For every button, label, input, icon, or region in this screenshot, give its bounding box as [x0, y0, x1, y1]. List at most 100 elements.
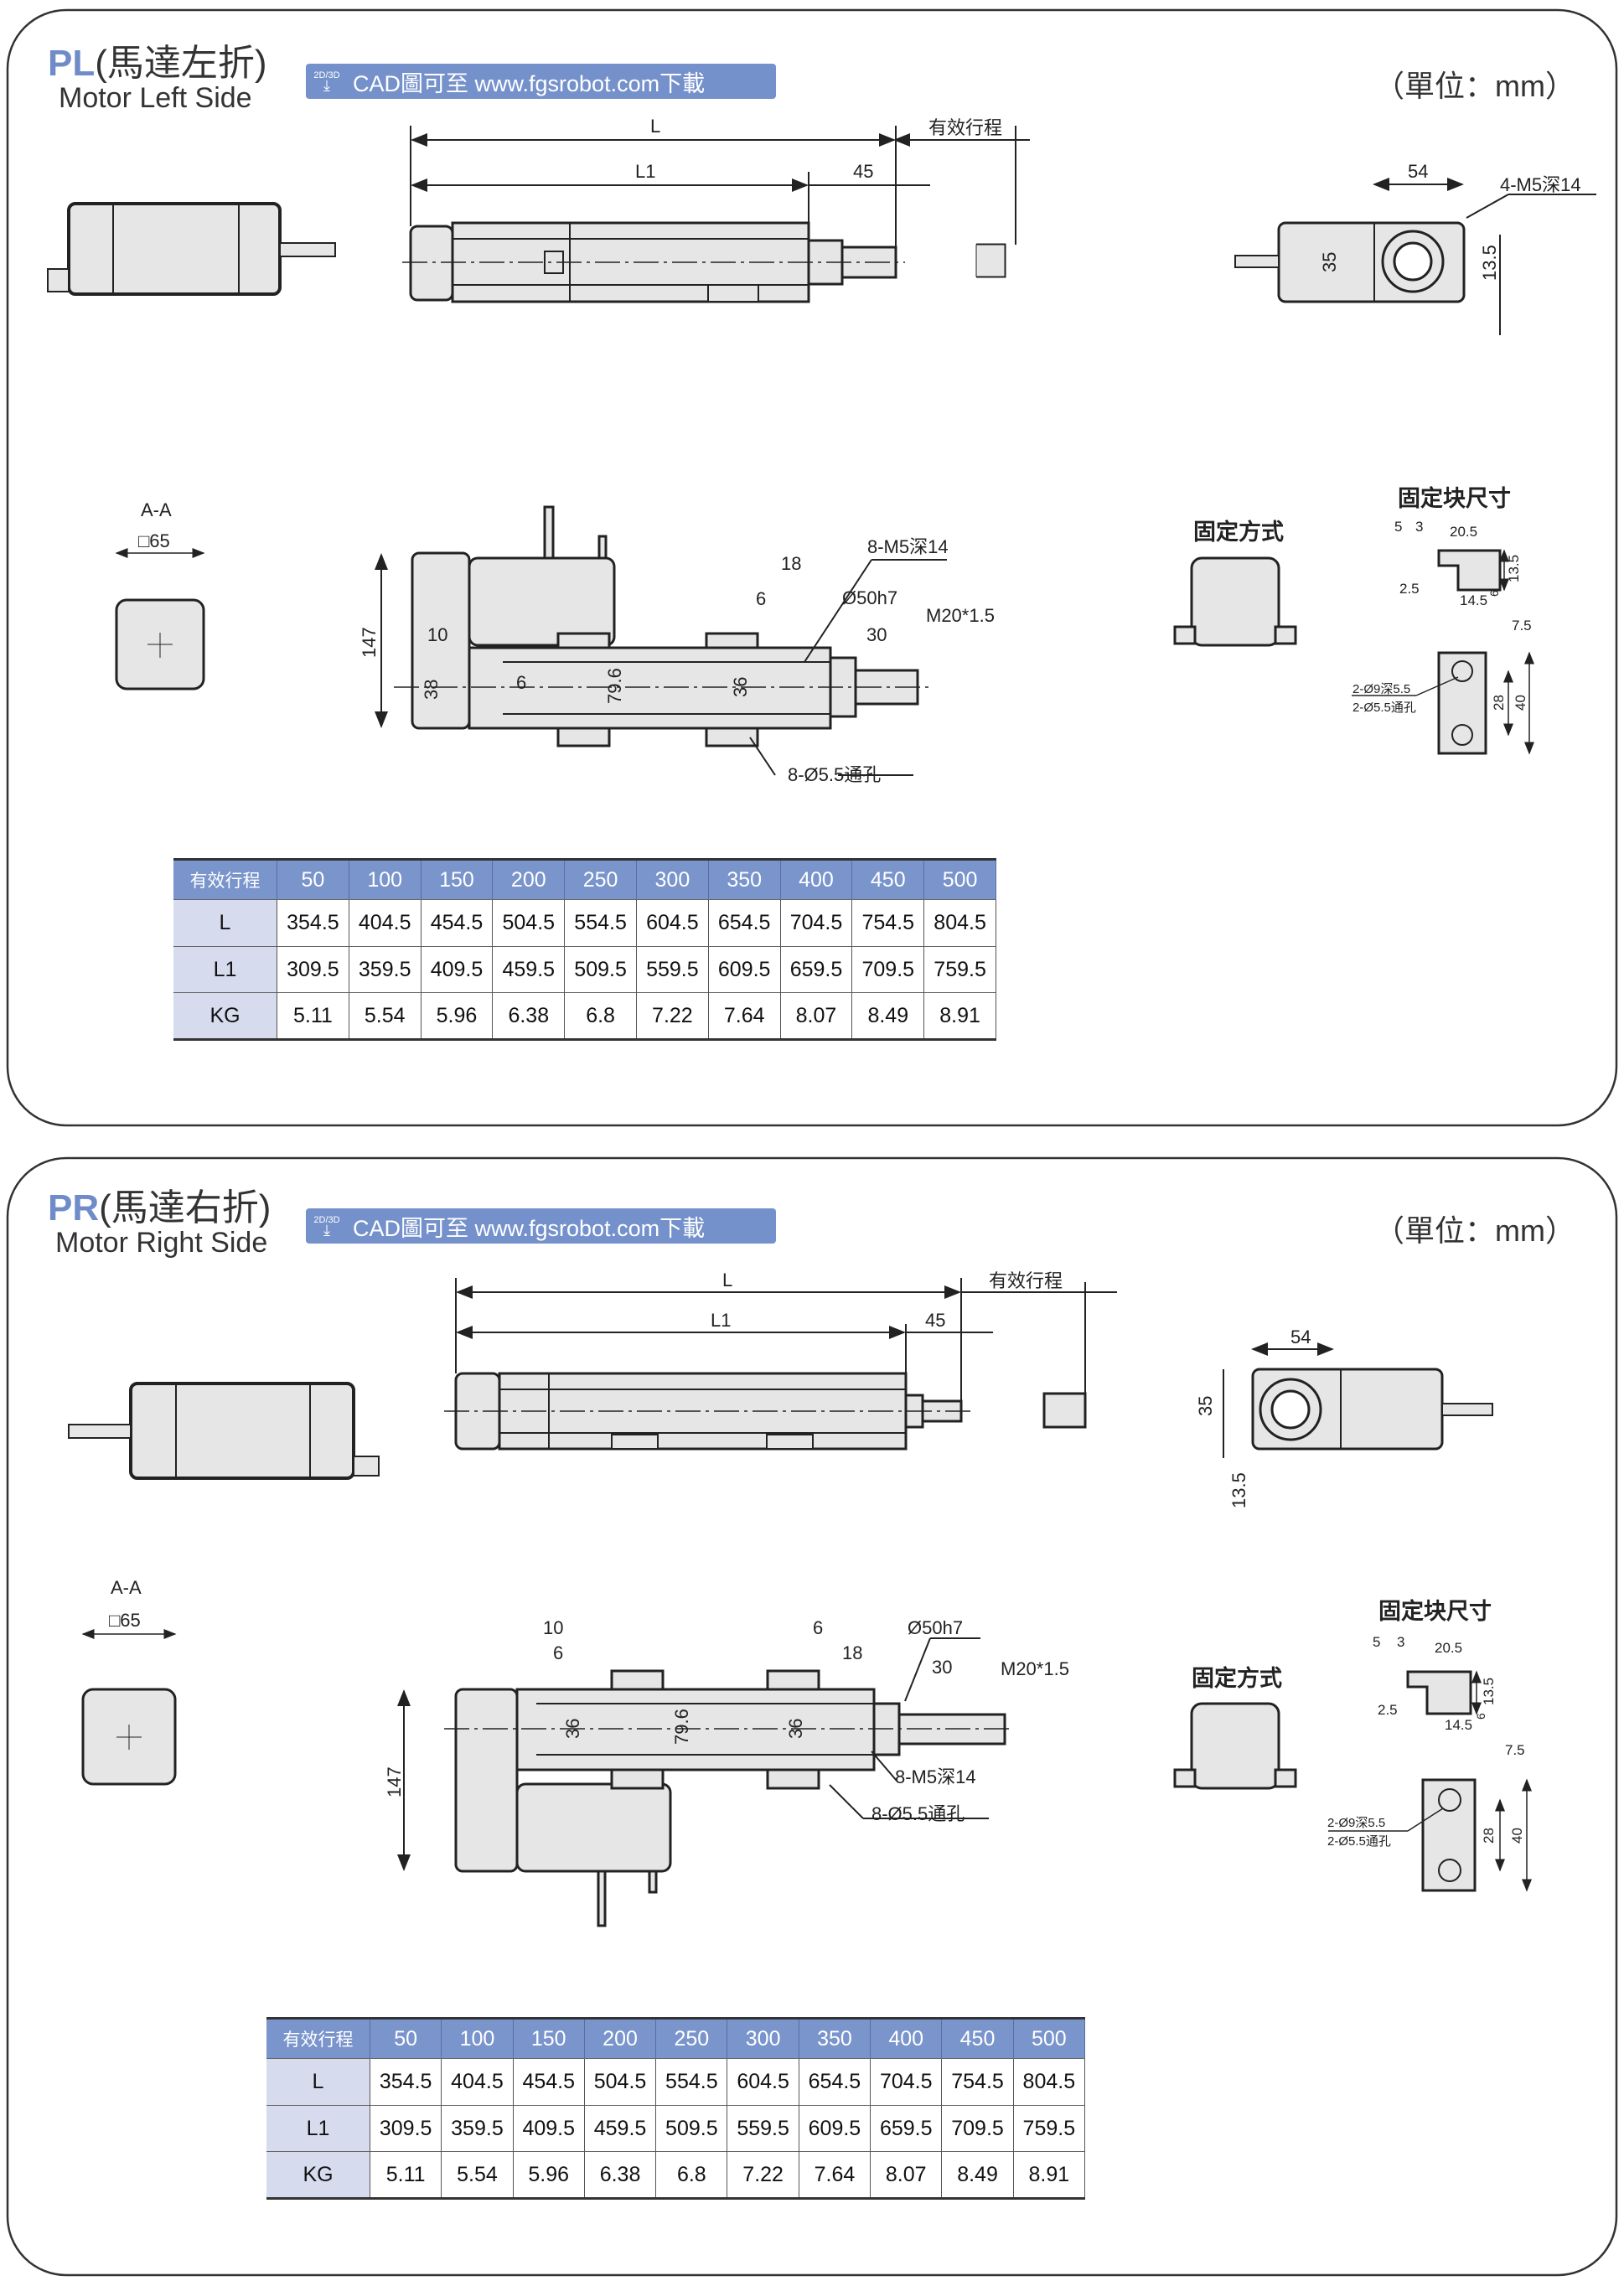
block-20-5: 20.5 — [1450, 524, 1477, 540]
table-cell: 309.5 — [370, 2105, 442, 2152]
table-cell: 8.91 — [923, 992, 996, 1040]
table-cell: 709.5 — [941, 2105, 1014, 2152]
table-cell: 5.54 — [441, 2151, 514, 2199]
cad-download-button[interactable]: 2D/3D⤓ CAD圖可至 www.fgsrobot.com下載 — [306, 1208, 776, 1244]
table-cell: 759.5 — [923, 946, 996, 993]
pl-length-dimensions — [410, 126, 1030, 247]
pl-end-view — [1234, 178, 1596, 335]
stroke-header-cell: 100 — [441, 2018, 514, 2059]
table-cell: 8.49 — [851, 992, 925, 1040]
table-cell: 309.5 — [277, 946, 349, 993]
stroke-header-cell: 150 — [421, 859, 494, 900]
block-7-5: 7.5 — [1512, 618, 1532, 634]
table-cell: 454.5 — [513, 2058, 585, 2106]
dim-6-a: 6 — [516, 672, 526, 693]
dim-6-b: 6 — [756, 588, 766, 609]
stroke-header-cell: 450 — [851, 859, 925, 900]
title-cn: (馬達左折) — [95, 43, 267, 84]
pl-top-view-motor — [47, 202, 336, 296]
stroke-header-cell: 250 — [564, 859, 637, 900]
table-cell: 759.5 — [1013, 2105, 1086, 2152]
dim-30: 30 — [932, 1657, 952, 1678]
title-cn: (馬達右折) — [99, 1187, 272, 1228]
table-cell: 5.11 — [370, 2151, 442, 2199]
stroke-header-cell: 400 — [780, 859, 853, 900]
pl-side-view-actuator — [402, 221, 1006, 303]
table-cell: 5.11 — [277, 992, 349, 1040]
table-cell: 509.5 — [564, 946, 637, 993]
table-cell: 5.96 — [513, 2151, 585, 2199]
dim-38: 38 — [421, 680, 442, 700]
stroke-header-cell: 400 — [870, 2018, 943, 2059]
table-cell: 604.5 — [727, 2058, 799, 2106]
dim-L: L — [722, 1270, 732, 1290]
table-cell: 804.5 — [923, 899, 996, 947]
block-7-5: 7.5 — [1505, 1742, 1525, 1758]
table-cell: 554.5 — [564, 899, 637, 947]
fix-method-label: 固定方式 — [1192, 1665, 1282, 1691]
download-icon: 2D/3D⤓ — [313, 1214, 340, 1239]
table-cell: 409.5 — [513, 2105, 585, 2152]
dim-54: 54 — [1290, 1327, 1311, 1347]
block-through-hole: 2-Ø5.5通孔 — [1327, 1834, 1391, 1849]
dim-18: 18 — [781, 553, 801, 574]
table-cell: 8.07 — [870, 2151, 943, 2199]
table-cell: 7.22 — [636, 992, 709, 1040]
dim-phi50: Ø50h7 — [842, 587, 897, 608]
table-cell: 754.5 — [851, 899, 925, 947]
row-label-cell: KG — [266, 2151, 370, 2199]
dim-8-m5: 8-M5深14 — [895, 1766, 976, 1787]
table-cell: 454.5 — [421, 899, 494, 947]
block-counterbore: 2-Ø9深5.5 — [1327, 1816, 1385, 1830]
pr-fix-block-drawing — [1328, 1670, 1532, 1892]
table-cell: 804.5 — [1013, 2058, 1086, 2106]
table-cell: 659.5 — [870, 2105, 943, 2152]
table-cell: 559.5 — [727, 2105, 799, 2152]
table-cell: 754.5 — [941, 2058, 1014, 2106]
download-icon: 2D/3D⤓ — [313, 70, 340, 94]
dim-54: 54 — [1408, 161, 1428, 182]
units-label: （單位：mm） — [1374, 69, 1575, 103]
table-cell: 509.5 — [655, 2105, 728, 2152]
dim-36-b: 36 — [785, 1719, 806, 1739]
dim-stroke: 有效行程 — [928, 117, 1002, 138]
stroke-header-cell: 200 — [492, 859, 566, 900]
pl-fix-block-drawing — [1352, 549, 1534, 755]
block-14-5: 14.5 — [1460, 592, 1487, 608]
stroke-header-cell: 200 — [584, 2018, 657, 2059]
dim-6-a: 6 — [553, 1642, 563, 1663]
table-cell: 709.5 — [851, 946, 925, 993]
row-label-cell: L1 — [173, 946, 277, 993]
table-cell: 6.8 — [655, 2151, 728, 2199]
block-5: 5 — [1394, 519, 1402, 535]
dim-45: 45 — [925, 1310, 945, 1331]
square-65: □65 — [138, 530, 170, 551]
pr-side-view-actuator — [444, 1372, 1087, 1451]
panel-subtitle: Motor Left Side — [59, 82, 252, 114]
pl-fix-method-view — [1173, 556, 1297, 647]
table-cell: 654.5 — [708, 899, 781, 947]
cad-download-button[interactable]: 2D/3D⤓ CAD圖可至 www.fgsrobot.com下載 — [306, 64, 776, 99]
fix-block-label: 固定块尺寸 — [1398, 485, 1511, 511]
pl-section-square — [115, 548, 205, 690]
row-label-cell: L — [173, 899, 277, 947]
header-label-cell: 有效行程 — [173, 859, 277, 900]
square-65: □65 — [109, 1610, 141, 1631]
table-cell: 504.5 — [584, 2058, 657, 2106]
dim-10: 10 — [543, 1617, 563, 1638]
dim-35: 35 — [1319, 252, 1340, 272]
dim-36: 36 — [730, 677, 751, 697]
dim-79-6: 79.6 — [604, 668, 625, 704]
pr-fix-method-view — [1173, 1702, 1297, 1790]
dim-8-holes: 8-Ø5.5通孔 — [871, 1803, 965, 1824]
table-cell: 354.5 — [277, 899, 349, 947]
fix-block-label: 固定块尺寸 — [1378, 1598, 1492, 1624]
pl-assembly-view — [375, 505, 947, 776]
model-code: PL — [48, 43, 96, 84]
stroke-header-cell: 450 — [941, 2018, 1014, 2059]
dim-stroke: 有效行程 — [989, 1270, 1063, 1291]
